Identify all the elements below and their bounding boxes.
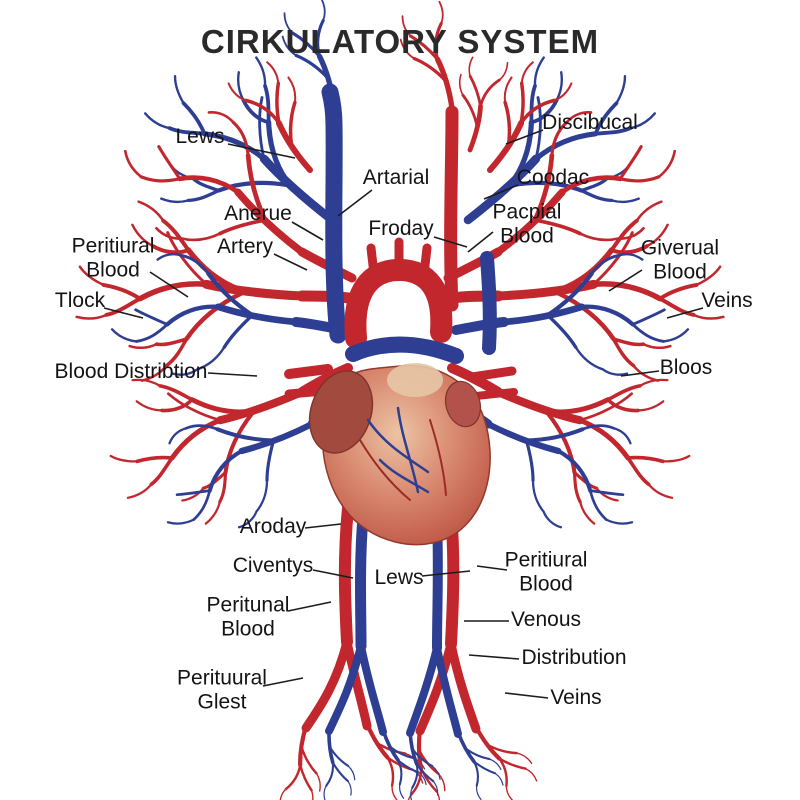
label-coodac: Coodac [516, 166, 590, 190]
leader-line [433, 236, 468, 248]
leader-line [262, 677, 304, 687]
heart [308, 363, 491, 546]
label-anerue: Anerue [224, 202, 292, 226]
leader-line [505, 129, 544, 145]
label-perituural-glest: Perituural Glest [177, 666, 267, 713]
label-blood-distribtion: Blood Distribtion [54, 360, 208, 384]
arterial-branches [476, 713, 542, 800]
leader-line [287, 601, 332, 612]
leader-line [291, 221, 324, 241]
leader-line [504, 692, 549, 699]
leader-line [421, 570, 471, 577]
leader-line [620, 370, 660, 377]
label-aroday: Aroday [239, 515, 307, 539]
label-bloos: Bloos [659, 356, 713, 380]
leader-line [476, 565, 508, 571]
pulmonary-vein [480, 251, 497, 355]
leader-line [312, 569, 354, 579]
right-atrium [444, 380, 482, 428]
leader-line [304, 523, 342, 529]
pulmonary-artery-stub [284, 364, 333, 379]
great-vessels [283, 0, 518, 400]
pulmonary-artery-stub [472, 388, 518, 400]
leader-line [337, 189, 373, 217]
label-giverual-blood: Giverual Blood [640, 236, 720, 283]
diagram-title: CIRKULATORY SYSTEM [200, 23, 600, 60]
leader-lines [103, 129, 704, 699]
pulmonary-trunk [345, 336, 464, 364]
superior-vena-cava [321, 83, 347, 344]
leader-line [149, 271, 189, 298]
label-veins-bottom: Veins [550, 686, 602, 710]
label-civentys: Civentys [232, 554, 314, 578]
leader-line [666, 307, 704, 319]
pulmonary-artery-stub [467, 366, 517, 382]
leader-line [227, 143, 296, 159]
venous-branches [314, 727, 365, 800]
label-tlock: Tlock [54, 289, 106, 313]
label-distribution: Distribution [521, 646, 627, 670]
label-artarial: Artarial [362, 166, 430, 190]
label-lews-lower: Lews [374, 566, 424, 590]
label-artery: Artery [216, 235, 274, 259]
leader-line [608, 269, 643, 292]
leader-line [468, 654, 520, 660]
leader-line [273, 253, 308, 271]
venous-branches [402, 729, 446, 800]
label-peritunal-blood: Peritunal Blood [206, 593, 290, 640]
label-froday: Froday [368, 217, 434, 241]
leader-line [207, 372, 258, 377]
ascending-artery [444, 105, 459, 312]
label-peritiural-blood-right: Peritiural Blood [504, 548, 588, 595]
leader-line [483, 184, 519, 200]
label-lews-upper-left: Lews [175, 125, 225, 149]
leader-line [467, 231, 494, 253]
descending-vessels [271, 502, 542, 800]
coronary-vessels [359, 406, 447, 501]
aortic-arch [344, 258, 453, 349]
label-venous: Venous [510, 608, 582, 632]
aortic-root [387, 363, 443, 397]
label-pacpial-blood: Pacpial Blood [492, 200, 562, 247]
label-discibucal: Discibucal [542, 111, 638, 135]
label-veins-right: Veins [701, 289, 753, 313]
label-peritiural-blood-left: Peritiural Blood [71, 234, 155, 281]
aorta-branches [366, 237, 432, 279]
leader-line [103, 307, 144, 319]
